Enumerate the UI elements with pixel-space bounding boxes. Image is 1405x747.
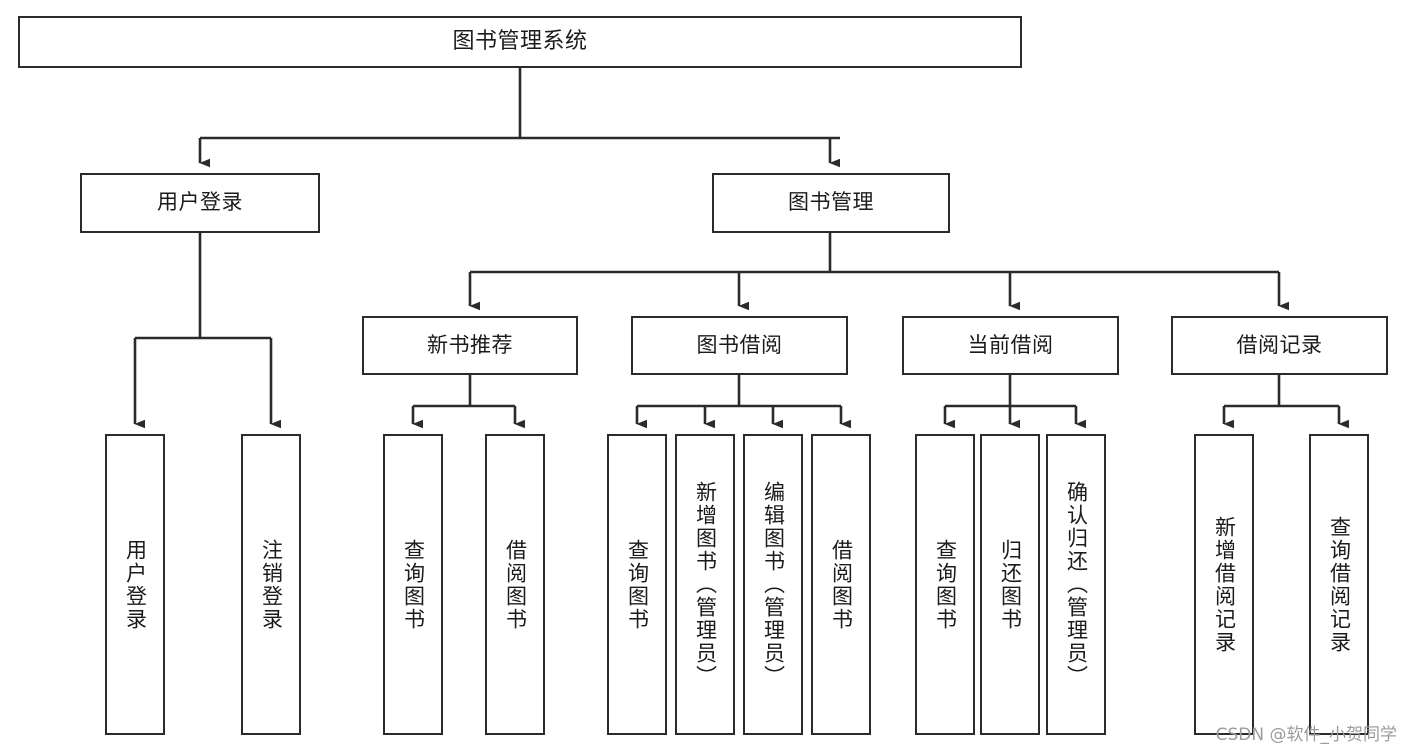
leaf-return-book[interactable]: 归还图书 (980, 434, 1040, 735)
leaf-query-book-current[interactable]: 查询图书 (915, 434, 975, 735)
leaf-logout-login[interactable]: 注销登录 (241, 434, 301, 735)
node-user-login[interactable]: 用户登录 (80, 173, 320, 233)
node-label: 新增借阅记录 (1212, 515, 1237, 654)
node-root-system[interactable]: 图书管理系统 (18, 16, 1022, 68)
node-label: 借阅图书 (829, 538, 854, 631)
leaf-query-book-borrow[interactable]: 查询图书 (607, 434, 667, 735)
leaf-user-login[interactable]: 用户登录 (105, 434, 165, 735)
leaf-borrow-book-borrow[interactable]: 借阅图书 (811, 434, 871, 735)
node-current-borrow[interactable]: 当前借阅 (902, 316, 1119, 375)
node-label: 图书借阅 (696, 332, 783, 357)
node-label: 注销登录 (259, 538, 284, 631)
node-new-book-rec[interactable]: 新书推荐 (362, 316, 578, 375)
node-label: 查询图书 (401, 538, 426, 631)
node-book-borrow[interactable]: 图书借阅 (631, 316, 848, 375)
node-label: 查询图书 (625, 538, 650, 631)
node-label: 查询图书 (933, 538, 958, 631)
node-label: 图书管理 (788, 190, 874, 215)
node-label: 编辑图书（管理员） (761, 481, 786, 688)
node-label: 新增图书（管理员） (693, 481, 718, 688)
watermark-text: CSDN @软件_小贺同学 (1215, 725, 1397, 745)
node-label: 确认归还（管理员） (1064, 481, 1089, 688)
leaf-query-book-recommend[interactable]: 查询图书 (383, 434, 443, 735)
node-label: 用户登录 (157, 190, 243, 215)
leaf-confirm-return-admin[interactable]: 确认归还（管理员） (1046, 434, 1106, 735)
node-label: 归还图书 (998, 538, 1023, 631)
leaf-edit-book-admin[interactable]: 编辑图书（管理员） (743, 434, 803, 735)
node-label: 借阅记录 (1236, 332, 1323, 357)
node-label: 当前借阅 (967, 332, 1054, 357)
leaf-borrow-book-recommend[interactable]: 借阅图书 (485, 434, 545, 735)
leaf-add-borrow-record[interactable]: 新增借阅记录 (1194, 434, 1254, 735)
node-book-manage[interactable]: 图书管理 (712, 173, 950, 233)
node-label: 用户登录 (123, 538, 148, 631)
node-label: 查询借阅记录 (1327, 515, 1352, 654)
node-label: 新书推荐 (427, 332, 513, 357)
leaf-add-book-admin[interactable]: 新增图书（管理员） (675, 434, 735, 735)
node-label: 图书管理系统 (452, 28, 588, 54)
node-label: 借阅图书 (503, 538, 528, 631)
leaf-query-borrow-record[interactable]: 查询借阅记录 (1309, 434, 1369, 735)
node-borrow-record[interactable]: 借阅记录 (1171, 316, 1388, 375)
